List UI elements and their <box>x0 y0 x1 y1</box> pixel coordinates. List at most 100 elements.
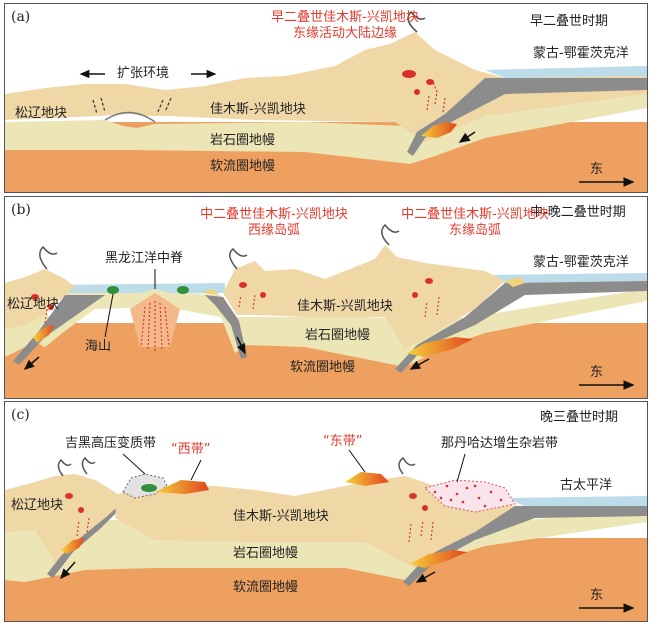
magma-blob <box>422 505 428 511</box>
lithosphere-label: 岩石圈地幔 <box>305 328 371 343</box>
accretion-wedge <box>201 289 219 295</box>
volcanic-plumes <box>57 456 416 477</box>
songliao-label: 松辽地块 <box>15 106 68 121</box>
magma-conduits <box>76 517 434 543</box>
melt-zone <box>61 538 85 554</box>
label-leaders <box>122 449 466 483</box>
west-arc-title-line1: 中二叠世佳木斯-兴凯地块 <box>200 207 348 222</box>
magma-blob <box>402 70 416 78</box>
magma-blobs <box>65 493 428 513</box>
central-slab <box>205 295 247 359</box>
magma-blob <box>48 304 54 310</box>
ridge-label: 黑龙江洋中脊 <box>105 251 184 266</box>
margin-title-line2: 东缘活动大陆边缘 <box>292 26 397 41</box>
magma-conduits <box>426 81 446 113</box>
east-label: 东 <box>590 162 604 177</box>
west-belt-label: “西带” <box>171 442 211 457</box>
metamorphic-belt-label: 吉黑高压变质带 <box>65 436 157 451</box>
accretionary-complex <box>423 479 516 513</box>
west-belt <box>155 480 209 494</box>
volcanic-plume <box>407 10 426 33</box>
lithosphere-label: 岩石圈地幔 <box>210 133 276 148</box>
volcanic-plumes <box>39 223 400 270</box>
jiamusi-label: 佳木斯-兴凯地块 <box>233 509 329 524</box>
asthenosphere-label: 软流圈地幔 <box>290 360 356 375</box>
jiamusi-label: 佳木斯-兴凯地块 <box>210 102 306 117</box>
east-belt-label: “东带” <box>323 434 363 449</box>
panel-tag: (b) <box>11 202 31 218</box>
songliao-crust <box>5 474 123 562</box>
jiamusi-crust <box>223 245 505 349</box>
west-arc-title-line2: 西缘岛弧 <box>247 223 300 238</box>
seamount <box>107 286 119 294</box>
ocean-water <box>485 66 647 78</box>
asthenosphere-label: 软流圈地幔 <box>233 580 299 595</box>
melt-zone <box>407 337 473 357</box>
ocean-label: 蒙古-鄂霍茨克洋 <box>533 255 629 270</box>
lithosphere-label: 岩石圈地幔 <box>233 546 299 561</box>
ridge-upwelling <box>130 293 180 347</box>
songliao-label: 松辽地块 <box>11 498 64 513</box>
subduction-arrow <box>458 131 476 143</box>
seamount-label: 海山 <box>85 339 112 354</box>
ocean-label: 古太平洋 <box>560 478 613 493</box>
panel-c: (c) 晚三叠世时期 吉黑高压变质带 “西带” “东带” 那丹哈达增生杂岩带 古… <box>4 401 648 622</box>
east-label: 东 <box>590 365 604 380</box>
songliao-crust <box>5 269 75 329</box>
melt-zone <box>421 122 457 138</box>
cross-section-a <box>5 10 647 192</box>
crust-layer <box>5 32 647 142</box>
period-label: 早二叠世时期 <box>530 14 609 29</box>
ridge-melt-lines <box>140 301 170 351</box>
east-arc-title-line2: 东缘岛弧 <box>448 223 501 238</box>
extension-label: 扩张环境 <box>117 66 170 81</box>
magma-blob <box>409 493 417 499</box>
seamount-leader <box>104 293 114 338</box>
subducting-slab <box>407 78 647 156</box>
east-slab <box>395 281 647 373</box>
east-belt <box>345 472 389 486</box>
cross-section-b <box>5 223 647 398</box>
margin-title-line1: 早二叠世佳木斯-兴凯地块 <box>271 10 419 25</box>
ocean-label: 蒙古-鄂霍茨克洋 <box>533 46 629 61</box>
asthenosphere-label: 软流圈地幔 <box>210 159 276 174</box>
songliao-label: 松辽地块 <box>7 297 60 312</box>
magma-blob <box>426 79 434 85</box>
panel-tag: (a) <box>11 9 31 25</box>
panel-b: (b) 中-晚二叠世时期 中二叠世佳木斯-兴凯地块 西缘岛弧 中二叠世佳木斯-兴… <box>4 196 648 399</box>
magma-blob <box>31 294 39 300</box>
magma-blob <box>239 282 247 288</box>
accretion-dots <box>433 484 503 508</box>
melt-zone <box>33 325 55 343</box>
magma-blobs <box>402 70 434 95</box>
west-slab <box>13 295 105 365</box>
rift-faults <box>92 97 172 115</box>
west-slab <box>47 504 123 578</box>
panel-a: (a) 早二叠世时期 早二叠世佳木斯-兴凯地块 东缘活动大陆边缘 蒙古-鄂霍茨克… <box>4 3 648 193</box>
ocean-water <box>505 496 647 506</box>
magma-blob <box>412 292 418 298</box>
period-label: 中-晚二叠世时期 <box>530 205 626 220</box>
accretion-wedge <box>505 277 525 287</box>
magma-conduits <box>44 294 440 324</box>
panel-tag: (c) <box>11 407 30 423</box>
seamount <box>177 286 189 294</box>
east-arc-title-line1: 中二叠世佳木斯-兴凯地块 <box>401 207 549 222</box>
magma-blobs <box>31 278 433 310</box>
lithosphere-layer <box>5 94 647 164</box>
jiamusi-crust <box>115 476 515 568</box>
magma-blob <box>78 507 84 513</box>
east-label: 东 <box>590 588 604 603</box>
accretion-label: 那丹哈达增生杂岩带 <box>441 436 559 451</box>
metamorphic-core <box>141 484 157 492</box>
jiamusi-label: 佳木斯-兴凯地块 <box>297 299 393 314</box>
magma-blob <box>425 278 433 284</box>
ocean-water <box>485 273 647 283</box>
period-label: 晚三叠世时期 <box>540 410 619 425</box>
magma-blob <box>65 493 73 499</box>
magma-blob <box>260 292 266 298</box>
cross-section-c <box>5 449 647 621</box>
melt-zone <box>409 550 467 568</box>
subduction-arrows <box>23 336 430 370</box>
rift-bulge <box>104 111 156 123</box>
